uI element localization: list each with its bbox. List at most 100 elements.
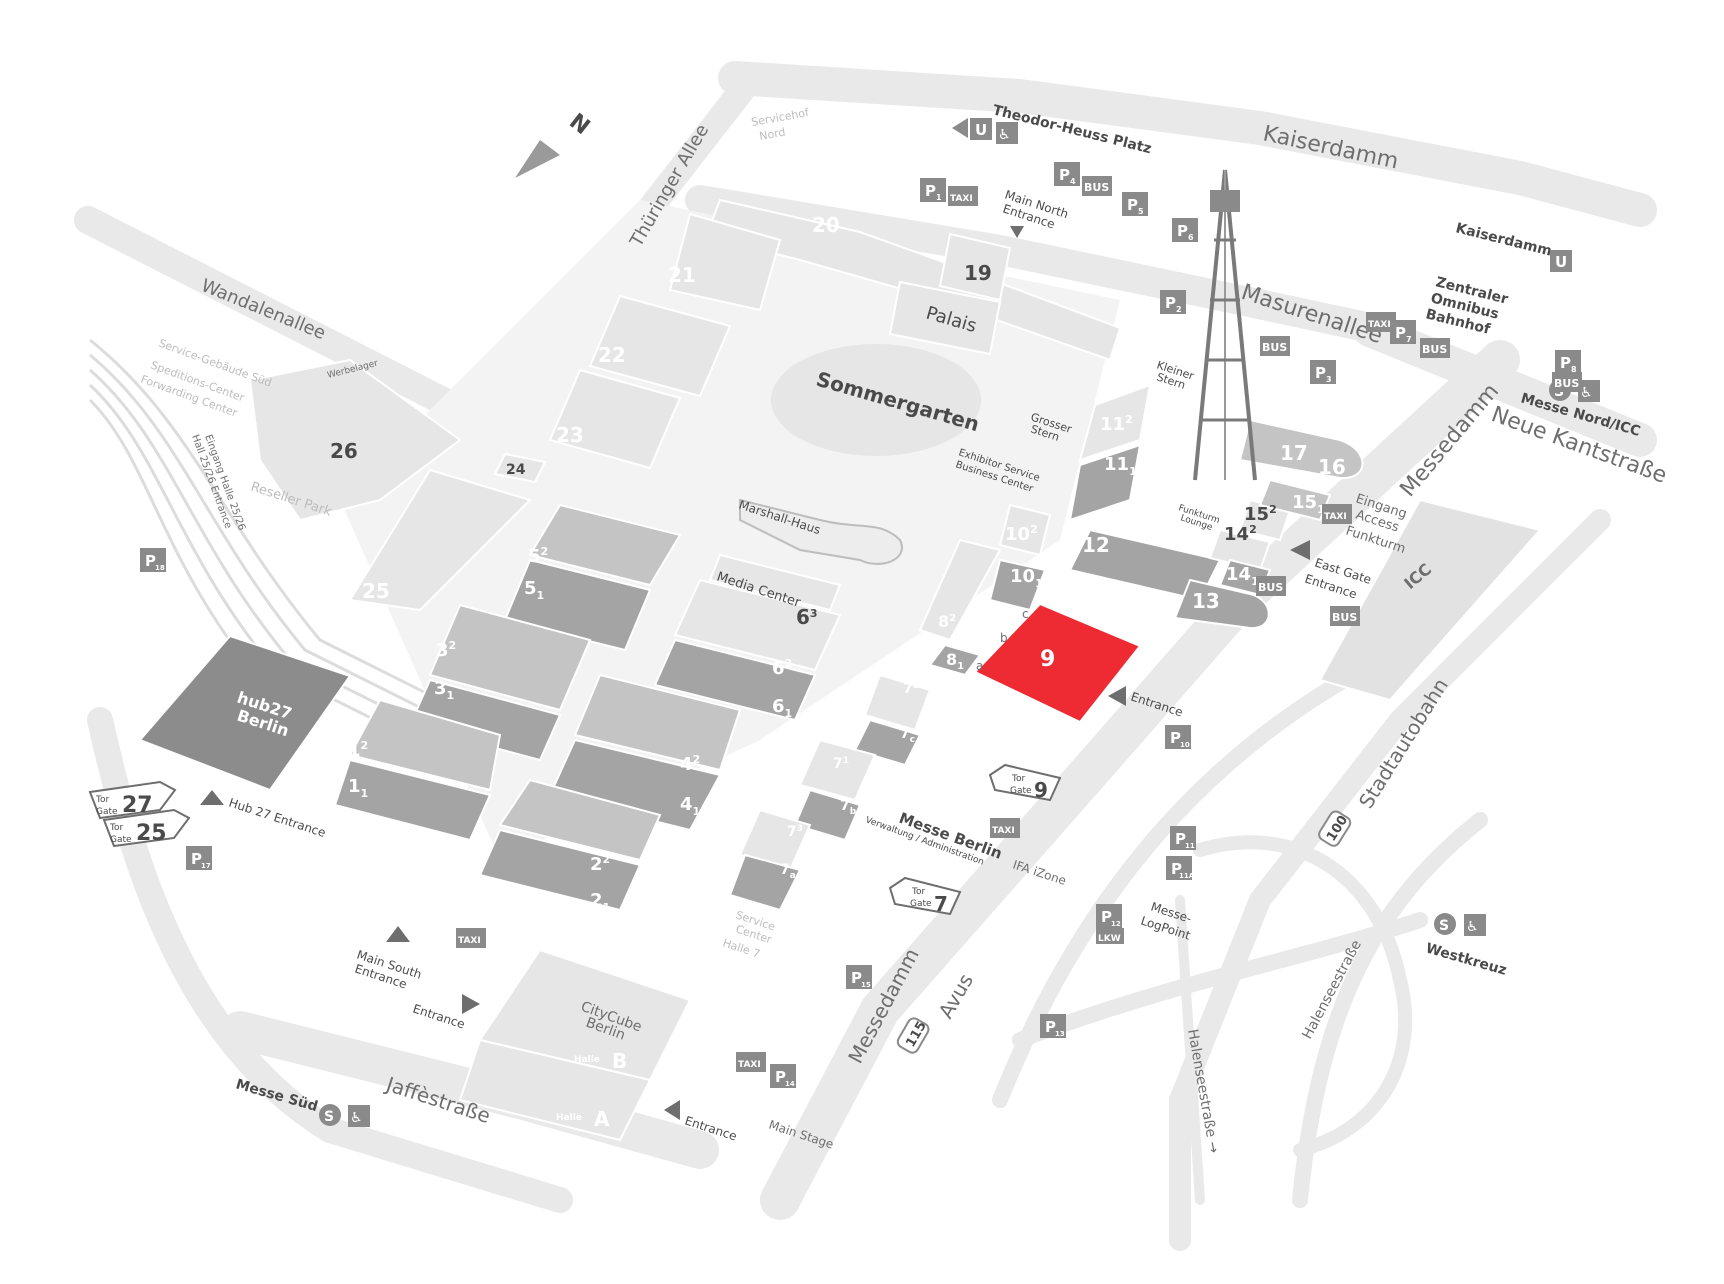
gate-27: Tor Gate 27 xyxy=(88,780,177,820)
taxi-icon: TAXI xyxy=(1366,312,1396,332)
s-bahn-icon-label: S xyxy=(1439,918,1449,934)
hall-label-17: 17 xyxy=(1280,441,1308,465)
svg-text:5: 5 xyxy=(1138,207,1144,216)
svg-text:TAXI: TAXI xyxy=(458,936,481,946)
hall-label-8-1: 81 xyxy=(946,650,964,672)
place-kaiserdamm-station: Kaiserdamm xyxy=(1454,220,1553,259)
wheelchair-icon xyxy=(1578,380,1600,402)
gates: Tor Gate 27 Tor Gate 25 Tor Gate 9 Tor G… xyxy=(88,763,1062,916)
hall-label-14-2: 142 xyxy=(1224,523,1257,545)
svg-text:25: 25 xyxy=(136,821,167,846)
street-avus: Avus xyxy=(934,969,979,1022)
hall-13-building xyxy=(1173,578,1270,630)
hall-label-13: 13 xyxy=(1192,589,1220,613)
svg-text:P: P xyxy=(925,182,936,200)
hall-4-2-building xyxy=(573,673,742,772)
place-westkreuz: Westkreuz xyxy=(1424,940,1508,978)
rail-line-1 xyxy=(89,338,561,762)
svg-text:BUS: BUS xyxy=(1084,181,1109,194)
hall-7b-upper xyxy=(798,738,877,802)
bus-icon: BUS xyxy=(1256,576,1286,596)
hall-10-1-building xyxy=(988,558,1047,612)
arrow-right-icon xyxy=(462,994,480,1014)
wandalenallee-road xyxy=(74,206,494,434)
arrow-up-icon xyxy=(386,926,410,942)
hall-label-1-2: 12 xyxy=(348,739,368,761)
hall-label-6-1: 61 xyxy=(772,696,792,720)
svg-text:P: P xyxy=(1315,364,1326,382)
hall-9-section-b: b xyxy=(1000,631,1008,645)
svg-text:BUS: BUS xyxy=(1422,343,1447,356)
u-bahn-icon xyxy=(970,118,992,140)
hall-label-5-2: 52 xyxy=(528,545,548,567)
svg-text:1: 1 xyxy=(936,193,942,202)
arrow-left-icon xyxy=(664,1100,680,1120)
svg-text:P: P xyxy=(1101,908,1112,926)
svg-text:11: 11 xyxy=(1185,842,1195,850)
hall-5-2-building xyxy=(528,503,682,587)
svg-text:2: 2 xyxy=(1176,305,1182,314)
hall-label-7-2: 72 xyxy=(903,681,919,697)
gate-25: Tor Gate 25 xyxy=(102,808,191,848)
wheelchair-icon-label: ♿ xyxy=(1580,385,1593,401)
taxi-icon: TAXI xyxy=(456,928,486,948)
sommergarten-area xyxy=(771,344,981,456)
gate-7: Tor Gate 7 xyxy=(888,876,962,916)
hall-1-1-building xyxy=(333,758,492,842)
arrow-left-icon xyxy=(952,118,968,138)
hall-label-halle-a: Halle xyxy=(556,1113,582,1123)
svg-text:BUS: BUS xyxy=(1554,377,1579,390)
svg-text:P: P xyxy=(1170,729,1181,747)
hall-26-area xyxy=(248,358,462,522)
hall-label-23: 23 xyxy=(556,423,584,447)
halenseestrasse-road xyxy=(1175,895,1205,1205)
svg-text:17: 17 xyxy=(201,862,211,870)
rail-line-3 xyxy=(89,368,531,782)
hall-label-20: 20 xyxy=(812,213,840,237)
ramp-road-3 xyxy=(1292,812,1488,1208)
hall-label-1-1: 11 xyxy=(348,776,368,800)
hall-label-7b: 7b xyxy=(840,798,857,817)
label-ifa-izone: IFA iZone xyxy=(1011,858,1068,888)
taxi-icon: TAXI xyxy=(736,1052,766,1072)
hub27-building xyxy=(138,634,352,792)
wheelchair-icon-label: ♿ xyxy=(998,127,1011,143)
svg-text:Tor: Tor xyxy=(95,795,109,805)
svg-text:7: 7 xyxy=(934,892,948,916)
svg-text:P: P xyxy=(191,850,202,868)
gate-9: Tor Gate 9 xyxy=(988,763,1062,802)
hall-24-building xyxy=(493,452,547,484)
hall-label-7-3: 73 xyxy=(787,824,803,840)
hall-label-citycube-b: B xyxy=(612,1049,627,1073)
svg-text:7: 7 xyxy=(1406,335,1412,344)
svg-text:P: P xyxy=(1395,324,1406,342)
hall-label-10-2: 102 xyxy=(1005,523,1038,545)
svg-text:10: 10 xyxy=(1180,741,1190,749)
arrow-down-icon xyxy=(1010,226,1024,238)
hall-label-18: 18 xyxy=(1112,347,1140,371)
ramp-road-4 xyxy=(1193,835,1413,1157)
s-bahn-icon xyxy=(319,1104,341,1126)
hall-label-15-1: 151 xyxy=(1292,492,1325,516)
hall-label-7-1: 71 xyxy=(833,756,849,772)
compass-arrow-icon xyxy=(515,140,560,178)
svg-text:P: P xyxy=(1127,196,1138,214)
wheelchair-icon-label: ♿ xyxy=(350,1110,363,1126)
svg-text:P: P xyxy=(851,969,862,987)
hall-9-highlighted[interactable] xyxy=(973,602,1142,724)
svg-text:BUS: BUS xyxy=(1258,581,1283,594)
svg-text:TAXI: TAXI xyxy=(738,1060,761,1070)
svg-text:15: 15 xyxy=(861,981,871,989)
hall-label-14-1: 141 xyxy=(1226,564,1259,588)
svg-text:P: P xyxy=(1165,294,1176,312)
masurenallee-road xyxy=(685,185,1395,345)
hall-label-citycube-a: A xyxy=(594,1107,610,1131)
hall-3-2-building xyxy=(428,603,592,712)
